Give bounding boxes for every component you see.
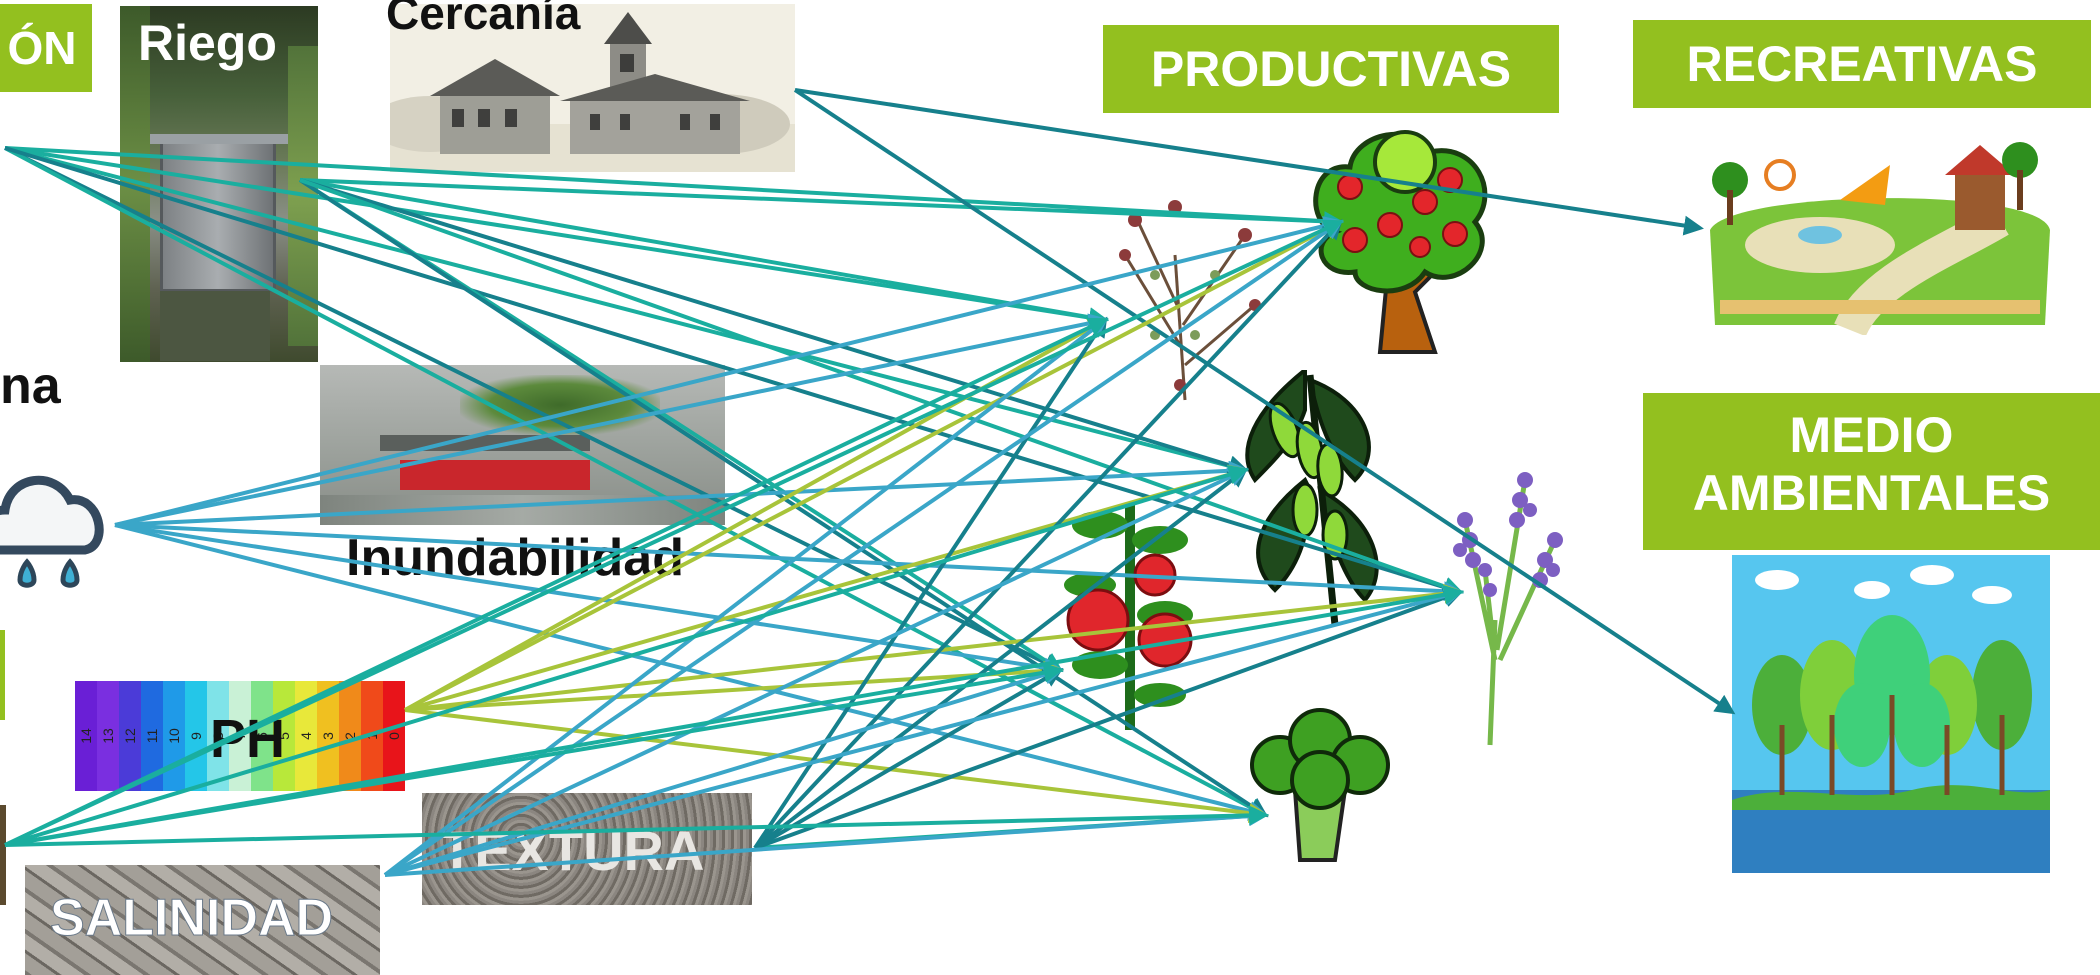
connection-arrow <box>383 317 1109 877</box>
ph-scale-cell: 0 <box>383 681 405 791</box>
ph-scale-cell: 14 <box>75 681 97 791</box>
connection-arrow <box>114 216 1344 527</box>
recreativas-header: RECREATIVAS <box>1633 20 2091 108</box>
connection-arrow <box>4 584 1464 847</box>
connection-arrow <box>384 586 1464 877</box>
connection-arrow <box>4 146 1064 672</box>
medio-ambientales-line-2: AMBIENTALES <box>1692 464 2051 521</box>
connection-arrow <box>404 660 1064 712</box>
broccoli-icon <box>1250 708 1390 862</box>
connection-arrow <box>404 464 1249 712</box>
ph-scale-cell: 3 <box>317 681 339 791</box>
connection-arrow <box>793 88 1736 715</box>
medio-ambientales-header: MEDIO AMBIENTALES <box>1643 393 2100 550</box>
salinidad-photo <box>25 865 380 975</box>
connection-arrow <box>4 465 1249 847</box>
ph-scale-cell: 13 <box>97 681 119 791</box>
connection-arrow <box>794 88 1704 236</box>
ph-scale-cell: 9 <box>185 681 207 791</box>
connection-arrow <box>753 316 1108 850</box>
apple-tree-icon <box>1313 130 1488 354</box>
connection-arrow <box>114 523 1269 821</box>
connection-arrow <box>4 146 1464 597</box>
connection-arrow <box>384 806 1269 877</box>
connection-arrow <box>114 460 1249 527</box>
connection-arrow <box>299 178 1249 475</box>
connection-arrow <box>384 665 1064 877</box>
forest-illustration <box>1732 555 2050 873</box>
connection-arrow <box>4 146 1109 328</box>
connection-arrow <box>753 467 1249 850</box>
left-green-strip <box>0 630 5 720</box>
ph-scale-cell: 2 <box>339 681 361 791</box>
ph-scale-cell: 12 <box>119 681 141 791</box>
ph-scale-cell: 6 <box>251 681 273 791</box>
connection-arrow <box>4 805 1269 847</box>
riego-label: Riego <box>138 15 277 71</box>
productivas-header: PRODUCTIVAS <box>1103 25 1559 113</box>
cercania-illustration <box>390 4 795 172</box>
clima-label-partial: na <box>0 357 61 415</box>
connection-arrow <box>753 667 1064 850</box>
cercania-label: Cercanía <box>386 0 581 39</box>
medio-ambientales-line-1: MEDIO <box>1789 407 1954 463</box>
ph-scale-cell: 8 <box>207 681 229 791</box>
connection-arrow <box>384 467 1249 877</box>
connection-arrow <box>299 178 1464 597</box>
connection-arrow <box>299 178 1109 328</box>
connection-arrow <box>404 220 1344 712</box>
herb-plant-icon <box>1119 200 1261 401</box>
connection-arrow <box>114 523 1064 678</box>
connection-arrow <box>4 146 1249 476</box>
left-header-partial: ÓN <box>0 4 92 92</box>
connection-arrow <box>4 146 1269 817</box>
left-photo-strip <box>0 805 6 905</box>
connection-arrow <box>4 146 1344 232</box>
connection-arrow <box>114 523 1464 602</box>
ph-scale-cell: 11 <box>141 681 163 791</box>
connection-arrow <box>404 583 1464 712</box>
connection-arrow <box>114 313 1109 527</box>
connection-arrow <box>383 219 1344 877</box>
connection-arrow <box>4 219 1344 847</box>
park-illustration <box>1710 142 2050 335</box>
connection-arrow <box>753 219 1343 850</box>
connection-arrow <box>299 178 1344 232</box>
cloud-rain-icon <box>0 475 104 588</box>
salinidad-label: SALINIDAD <box>49 889 334 948</box>
connection-arrow <box>754 588 1464 850</box>
